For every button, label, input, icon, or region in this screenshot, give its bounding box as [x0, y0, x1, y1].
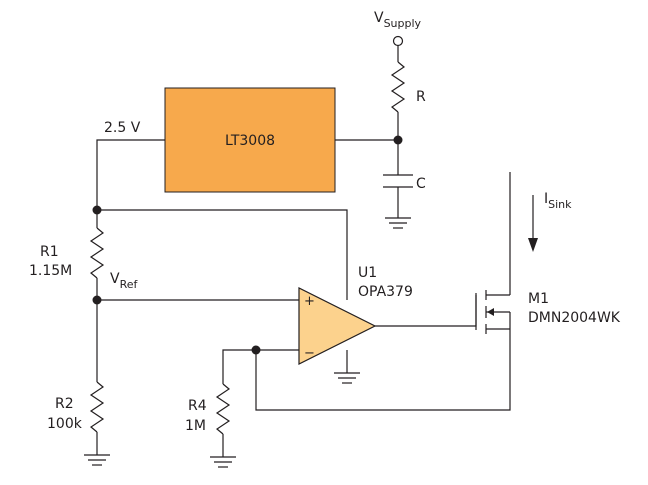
- resistor-r4-value: 1M: [185, 418, 206, 434]
- resistor-r4: [215, 383, 231, 435]
- supply-label: VSupply: [374, 10, 422, 30]
- wire-2v5-rail: [96, 139, 165, 210]
- wire-source-feedback: [255, 329, 511, 411]
- resistor-r2-value: 100k: [47, 416, 83, 432]
- ground-r2: [84, 454, 110, 466]
- opamp-u1: [298, 287, 377, 365]
- supply-terminal: [392, 35, 404, 47]
- resistor-r: [390, 61, 406, 113]
- ground-c: [385, 217, 411, 229]
- opamp-part: OPA379: [358, 284, 413, 300]
- mosfet-name: M1: [528, 291, 549, 307]
- resistor-r2-name: R2: [55, 396, 74, 412]
- resistor-r1-value: 1.15M: [29, 263, 72, 279]
- resistor-r1: [89, 227, 105, 279]
- mosfet-m1: [475, 290, 511, 334]
- ground-opamp: [334, 372, 360, 384]
- wire-opamp-supply: [97, 209, 348, 300]
- resistor-r-label: R: [416, 89, 426, 105]
- regulator-lt3008: [164, 87, 336, 193]
- sink-label: ISink: [544, 191, 572, 211]
- opamp-name: U1: [358, 265, 377, 281]
- ground-r4: [210, 456, 236, 468]
- opamp-minus-pin: −: [304, 346, 315, 361]
- resistor-r4-name: R4: [188, 398, 207, 414]
- wire-r4-top: [222, 349, 256, 384]
- mosfet-part: DMN2004WK: [528, 310, 621, 326]
- resistor-r1-name: R1: [40, 244, 59, 260]
- vref-label: VRef: [110, 271, 138, 291]
- regulator-label: LT3008: [225, 133, 275, 149]
- resistor-r2: [89, 381, 105, 433]
- sink-arrow-head: [528, 238, 538, 252]
- regulator-output-label: 2.5 V: [104, 120, 141, 136]
- opamp-plus-pin: +: [304, 294, 315, 309]
- capacitor-c-label: C: [416, 176, 426, 192]
